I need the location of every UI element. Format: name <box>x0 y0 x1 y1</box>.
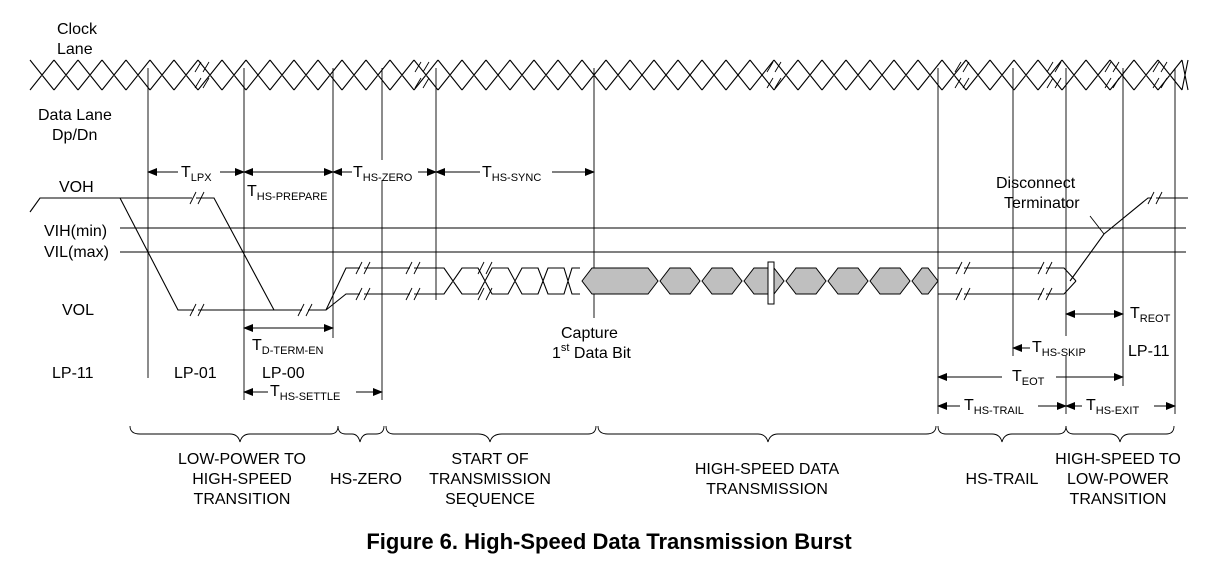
state-lp11-left: LP-11 <box>52 365 94 382</box>
break-mark <box>1147 191 1163 205</box>
svg-text:LOW-POWER: LOW-POWER <box>1067 471 1169 488</box>
break-mark <box>405 261 421 275</box>
state-lp11-right: LP-11 <box>1128 343 1170 360</box>
break-mark <box>477 287 493 301</box>
break-mark <box>355 261 371 275</box>
svg-text:LOW-POWER TO: LOW-POWER TO <box>178 451 306 468</box>
svg-text:TRANSMISSION: TRANSMISSION <box>429 471 551 488</box>
data-lane-label-1: Data Lane <box>38 107 112 124</box>
phase-label-hs-zero: HS-ZERO <box>330 471 402 488</box>
disconnect-terminator-label-2: Terminator <box>1004 195 1080 212</box>
bit-marker <box>767 261 775 305</box>
break-mark <box>1037 261 1053 275</box>
phase-label-hs-to-lp: HIGH-SPEED TO LOW-POWER TRANSITION <box>1055 451 1181 508</box>
t-hs-settle-label: THS-SETTLE <box>270 383 340 403</box>
break-mark <box>405 287 421 301</box>
svg-text:START OF: START OF <box>451 451 529 468</box>
svg-text:HIGH-SPEED DATA: HIGH-SPEED DATA <box>695 461 840 478</box>
t-hs-skip-label: THS-SKIP <box>1032 339 1086 359</box>
phase-label-start-tx: START OF TRANSMISSION SEQUENCE <box>429 451 551 508</box>
t-hs-exit-label: THS-EXIT <box>1086 397 1139 417</box>
svg-text:HIGH-SPEED TO: HIGH-SPEED TO <box>1055 451 1181 468</box>
break-mark <box>189 191 205 205</box>
hs-data-eye <box>659 267 701 295</box>
t-reot-label: TREOT <box>1130 305 1171 325</box>
hs-data-eye <box>785 267 827 295</box>
hs-data-eye <box>581 267 659 295</box>
svg-text:SEQUENCE: SEQUENCE <box>445 491 535 508</box>
t-hs-zero-label: THS-ZERO <box>353 164 413 184</box>
disconnect-terminator-label-1: Disconnect <box>996 175 1076 192</box>
capture-label-2: 1st Data Bit <box>552 342 631 362</box>
clock-lane-label-2: Lane <box>57 41 93 58</box>
hs-data-eyes <box>581 261 939 305</box>
break-mark <box>955 287 971 301</box>
t-hs-trail-label: THS-TRAIL <box>964 397 1024 417</box>
vol-label: VOL <box>62 302 94 319</box>
svg-text:TRANSMISSION: TRANSMISSION <box>706 481 828 498</box>
break-mark <box>955 261 971 275</box>
hs-data-eye <box>869 267 911 295</box>
break-mark <box>297 303 313 317</box>
t-eot-label: TEOT <box>1012 368 1045 388</box>
data-lane-label-2: Dp/Dn <box>52 127 97 144</box>
t-hs-prepare-label: THS-PREPARE <box>247 183 327 203</box>
clock-lane-label-1: Clock <box>57 21 98 38</box>
t-hs-sync-label: THS-SYNC <box>482 164 541 184</box>
svg-text:HIGH-SPEED: HIGH-SPEED <box>192 471 292 488</box>
t-lpx-label: TLPX <box>181 164 212 184</box>
clock-crossings <box>29 59 1189 91</box>
clock-lane-waveform <box>29 59 1189 91</box>
state-lp00: LP-00 <box>262 365 305 382</box>
hs-data-eye <box>701 267 743 295</box>
break-mark <box>355 287 371 301</box>
break-mark <box>477 261 493 275</box>
svg-text:TRANSITION: TRANSITION <box>1070 491 1167 508</box>
break-mark <box>1037 287 1053 301</box>
figure-caption: Figure 6. High-Speed Data Transmission B… <box>366 529 852 554</box>
hs-data-eye <box>911 267 939 295</box>
state-lp01: LP-01 <box>174 365 217 382</box>
phase-label-hs-data: HIGH-SPEED DATA TRANSMISSION <box>695 461 840 498</box>
hs-data-eye <box>743 267 785 295</box>
vih-min-label: VIH(min) <box>44 223 107 240</box>
svg-text:TRANSITION: TRANSITION <box>194 491 291 508</box>
data-lane-waveform <box>29 197 1188 311</box>
break-mark <box>189 303 205 317</box>
capture-label-1: Capture <box>561 325 618 342</box>
phase-label-lp-to-hs: LOW-POWER TO HIGH-SPEED TRANSITION <box>178 451 306 508</box>
phase-label-hs-trail: HS-TRAIL <box>966 471 1039 488</box>
phase-braces <box>129 425 1175 443</box>
hs-data-eye <box>827 267 869 295</box>
timing-markers <box>147 68 1176 414</box>
vil-max-label: VIL(max) <box>44 244 109 261</box>
break-markers <box>189 191 1163 317</box>
voh-label: VOH <box>59 179 94 196</box>
t-d-term-en-label: TD-TERM-EN <box>252 337 324 357</box>
